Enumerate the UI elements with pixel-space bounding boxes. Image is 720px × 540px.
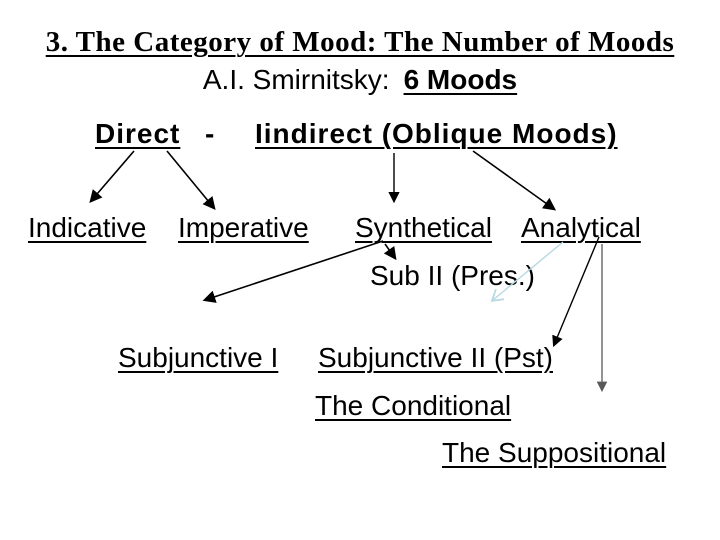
arrow-synthetical-to-sub-ii — [383, 243, 397, 261]
direct-label: Direct — [95, 118, 181, 149]
arrow-direct-to-indicative — [89, 150, 135, 203]
moods-count: 6 Moods — [403, 64, 518, 95]
sub-ii-label: Sub II (Pres.) — [370, 260, 535, 291]
author-name: A.I. Smirnitsky: — [202, 64, 390, 95]
dash-separator: - — [205, 118, 216, 149]
imperative-label: Imperative — [178, 212, 309, 243]
synthetical-label: Synthetical — [355, 212, 492, 243]
arrow-analytical-to-subjunctive-ii — [552, 236, 600, 348]
arrow-indirect-to-analytical — [472, 150, 557, 211]
arrow-direct-to-imperative — [166, 150, 216, 210]
indicative-label: Indicative — [28, 212, 147, 243]
author-line: A.I. Smirnitsky: 6 Moods — [0, 64, 720, 96]
analytical-label: Analytical — [521, 212, 641, 243]
conditional-label: The Conditional — [315, 390, 512, 421]
subjunctive-i-label: Subjunctive I — [118, 342, 279, 373]
arrow-synthetical-to-subjunctive-i — [202, 240, 384, 303]
subjunctive-ii-label: Subjunctive II (Pst) — [318, 342, 553, 373]
slide-title: 3. The Category of Mood: The Number of M… — [45, 26, 675, 58]
suppositional-label: The Suppositional — [442, 437, 667, 468]
indirect-label: Iindirect (Oblique Moods) — [255, 118, 618, 149]
